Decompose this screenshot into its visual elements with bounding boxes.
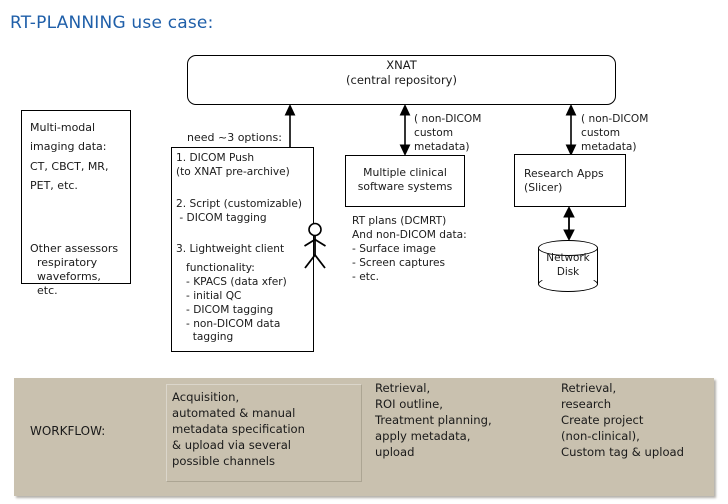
imaging-data-modalities: Multi-modal imaging data: CT, CBCT, MR, … [30,121,109,192]
network-disk-label: Network Disk [546,252,590,278]
upload-options-box [171,147,314,352]
option-lightweight-client-functionality: functionality: - KPACS (data xfer) - ini… [186,262,287,344]
imaging-data-box [21,110,131,284]
arrow-xnat-clinical [399,104,411,156]
clinical-systems-notes: RT plans (DCMRT) And non-DICOM data: - S… [352,215,467,283]
research-apps-label: Research Apps (Slicer) [524,167,604,195]
xnat-label: XNAT (central repository) [346,58,457,88]
research-apps-box [514,154,626,207]
option-lightweight-client: 3. Lightweight client [176,243,285,255]
network-disk-icon: Network Disk [538,240,598,292]
workflow-column-1-frame [166,384,362,482]
clinical-systems-box [345,155,465,207]
workflow-column-1: Acquisition, automated & manual metadata… [172,390,305,468]
page-title: RT-PLANNING use case: [10,13,214,33]
workflow-label: WORKFLOW: [30,424,106,438]
workflow-column-3: Retrieval, research Create project (non-… [561,381,685,459]
workflow-column-2: Retrieval, ROI outline, Treatment planni… [375,381,492,459]
disk-bottom-ellipse [538,276,598,292]
imaging-data-assessors: Other assessors respiratory waveforms, e… [30,242,119,298]
arrow-options-to-xnat [284,104,296,147]
option-dicom-push: 1. DICOM Push (to XNAT pre-archive) [176,152,290,178]
annotation-xnat-clinical: ( non-DICOM custom metadata) [414,113,482,153]
workflow-bar [14,378,714,496]
option-script: 2. Script (customizable) - DICOM tagging [176,198,303,224]
clinical-systems-label: Multiple clinical software systems [357,166,453,194]
arrow-xnat-research [565,104,577,156]
disk-top-ellipse [538,240,598,256]
arrow-research-disk [563,206,575,241]
annotation-xnat-research: ( non-DICOM custom metadata) [581,113,649,153]
user-actor-icon [304,222,326,269]
options-caption: need ~3 options: [187,131,282,144]
xnat-box [187,55,616,105]
